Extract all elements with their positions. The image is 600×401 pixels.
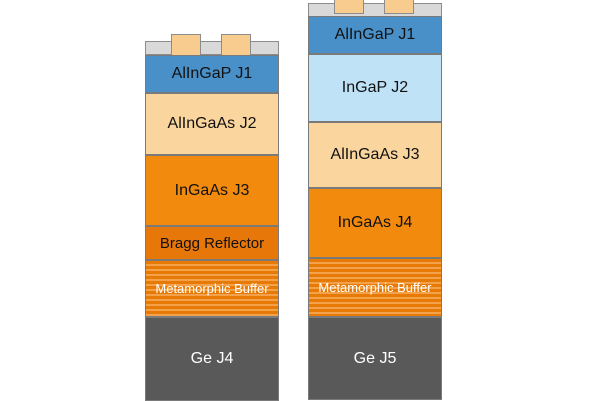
right-cell-stack: AlInGaP J1 InGaP J2 AlInGaAs J3 InGaAs J…: [308, 0, 442, 400]
layer-label: AlInGaAs J2: [167, 115, 257, 132]
layer-alingaas-j3: AlInGaAs J3: [308, 122, 442, 188]
layer-ingaas-j3: InGaAs J3: [145, 155, 279, 226]
contact-pad-right: [384, 0, 414, 14]
layer-alingap-j1: AlInGaP J1: [145, 55, 279, 93]
layer-label: InGaAs J3: [174, 181, 250, 199]
layer-ingap-j2: InGaP J2: [308, 54, 442, 122]
layer-alingaas-j2: AlInGaAs J2: [145, 93, 279, 155]
layer-bragg-reflector: Bragg Reflector: [145, 226, 279, 260]
layer-metamorphic-buffer: Metamorphic Buffer: [145, 260, 279, 317]
layer-label: Ge J4: [190, 350, 234, 367]
layer-label: InGaAs J4: [337, 214, 413, 231]
contact-pad-left: [334, 0, 364, 14]
layer-label: Metamorphic Buffer: [318, 280, 432, 295]
contact-pad-left: [171, 34, 201, 56]
contact-pad-right: [221, 34, 251, 56]
layer-alingap-j1: AlInGaP J1: [308, 16, 442, 54]
layer-label: Ge J5: [353, 349, 397, 367]
contact-bar: [308, 3, 442, 17]
layer-ingaas-j4: InGaAs J4: [308, 188, 442, 258]
contact-bar: [145, 41, 279, 55]
layer-label: AlInGaAs J3: [330, 146, 420, 163]
layer-ge-j5: Ge J5: [308, 317, 442, 400]
layer-ge-j4: Ge J4: [145, 317, 279, 401]
layer-metamorphic-buffer: Metamorphic Buffer: [308, 258, 442, 317]
layer-label: Bragg Reflector: [159, 234, 265, 252]
layer-label: AlInGaP J1: [171, 65, 253, 82]
layer-label: InGaP J2: [341, 79, 409, 96]
layer-label: Metamorphic Buffer: [155, 281, 269, 296]
layer-label: AlInGaP J1: [334, 26, 416, 43]
left-cell-stack: AlInGaP J1 AlInGaAs J2 InGaAs J3 Bragg R…: [145, 34, 279, 401]
